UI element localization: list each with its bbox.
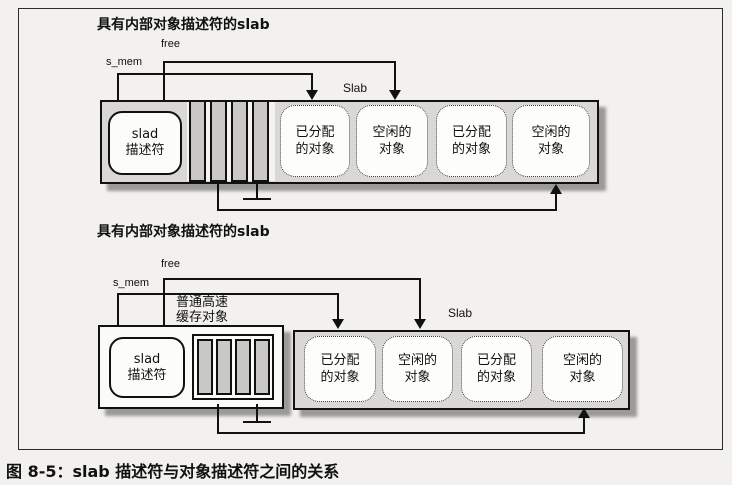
diagram2-smem-pointer-line [117, 293, 339, 295]
object-label-line: 空闲的 [372, 125, 412, 140]
object-label-line: 的对象 [320, 370, 360, 385]
diagram1-slab-label: Slab [343, 81, 368, 95]
diagram2-freelist-link-line [217, 432, 585, 434]
diagram1-smem-pointer-line [117, 73, 313, 75]
diagram1-free-arrowhead-icon [389, 90, 401, 100]
diagram1-null-terminator-icon [243, 198, 271, 200]
diagram1-object-allocated-2: 已分配 的对象 [436, 105, 507, 177]
object-label-line: 已分配 [320, 353, 360, 368]
diagram2-object-allocated-2: 已分配 的对象 [461, 336, 532, 402]
diagram2-null-terminator-line [256, 404, 258, 422]
diagram1-free-label: free [161, 38, 180, 50]
diagram2-object-descriptor-cell [254, 339, 270, 395]
diagram2-smem-pointer-line [117, 293, 119, 339]
diagram1-object-free-2: 空闲的 对象 [512, 105, 590, 177]
diagram2-cache-object-label: 普通高速 缓存对象 [176, 295, 228, 325]
diagram2-object-free-1: 空闲的 对象 [382, 336, 453, 402]
object-label-line: 对象 [404, 370, 431, 385]
object-label-line: 对象 [537, 142, 564, 157]
diagram2-slab-descriptor: slad 描述符 [109, 337, 185, 398]
diagram2-free-pointer-line [163, 278, 165, 339]
diagram2-freelist-arrowhead-icon [578, 408, 590, 418]
diagram1-smem-label: s_mem [106, 56, 143, 68]
object-label-line: 对象 [569, 370, 596, 385]
diagram2-object-descriptor-cell [197, 339, 213, 395]
diagram1-object-allocated-1: 已分配 的对象 [280, 105, 350, 177]
diagram2-free-arrowhead-icon [414, 319, 426, 329]
figure-caption: 图 8-5：slab 描述符与对象描述符之间的关系 [6, 462, 340, 481]
diagram2-free-pointer-line [163, 278, 421, 280]
diagram1-free-pointer-line [394, 61, 396, 92]
diagram1-null-terminator-line [256, 183, 258, 199]
object-label-line: 已分配 [451, 125, 491, 140]
diagram2-freelist-link-line [583, 417, 585, 433]
diagram2-slab-descriptor-line2: 描述符 [127, 367, 167, 383]
diagram2-object-free-2: 空闲的 对象 [542, 336, 623, 402]
diagram1-free-pointer-line [163, 61, 165, 113]
diagram1-object-descriptor-cell [189, 100, 206, 182]
diagram1-title: 具有内部对象描述符的slab [97, 17, 270, 33]
diagram2-slab-label: Slab [448, 306, 473, 320]
object-label-line: 的对象 [295, 142, 335, 157]
diagram2-title: 具有内部对象描述符的slab [97, 224, 270, 240]
object-label-line: 空闲的 [397, 353, 437, 368]
figure-frame [18, 8, 723, 450]
diagram1-slab-descriptor-line1: slad [131, 127, 159, 142]
object-label-line: 的对象 [476, 370, 516, 385]
diagram2-smem-arrowhead-icon [332, 319, 344, 329]
diagram1-free-pointer-line [163, 61, 396, 63]
object-label-line: 空闲的 [562, 353, 602, 368]
diagram1-object-free-1: 空闲的 对象 [356, 105, 428, 177]
diagram1-slab-descriptor: slad 描述符 [108, 111, 182, 175]
object-label-line: 空闲的 [531, 125, 571, 140]
diagram1-freelist-link-line [217, 209, 557, 211]
object-label-line: 已分配 [476, 353, 516, 368]
diagram1-freelist-link-line [555, 193, 557, 210]
object-label-line: 的对象 [451, 142, 491, 157]
diagram2-object-descriptor-cell [235, 339, 251, 395]
diagram2-freelist-link-line [217, 404, 219, 434]
cache-object-label-line2: 缓存对象 [176, 310, 229, 325]
diagram1-smem-arrowhead-icon [306, 90, 318, 100]
cache-object-label-line1: 普通高速 [176, 295, 229, 310]
diagram2-null-terminator-icon [243, 421, 271, 423]
diagram2-slab-descriptor-line1: slad [133, 351, 161, 367]
diagram2-smem-label: s_mem [113, 277, 150, 289]
diagram2-smem-pointer-line [337, 293, 339, 320]
object-label-line: 对象 [378, 142, 405, 157]
diagram2-object-descriptor-cell [216, 339, 232, 395]
diagram1-smem-pointer-line [311, 73, 313, 92]
diagram1-object-descriptor-cell [231, 100, 248, 182]
diagram2-object-allocated-1: 已分配 的对象 [304, 336, 376, 402]
diagram1-smem-pointer-line [117, 73, 119, 113]
diagram2-free-label: free [161, 258, 180, 270]
diagram1-freelist-arrowhead-icon [550, 184, 562, 194]
diagram1-freelist-link-line [217, 183, 219, 211]
diagram1-object-descriptor-cell [252, 100, 269, 182]
diagram2-free-pointer-line [419, 278, 421, 320]
object-label-line: 已分配 [295, 125, 335, 140]
diagram1-slab-descriptor-line2: 描述符 [125, 143, 165, 158]
diagram1-object-descriptor-cell [210, 100, 227, 182]
